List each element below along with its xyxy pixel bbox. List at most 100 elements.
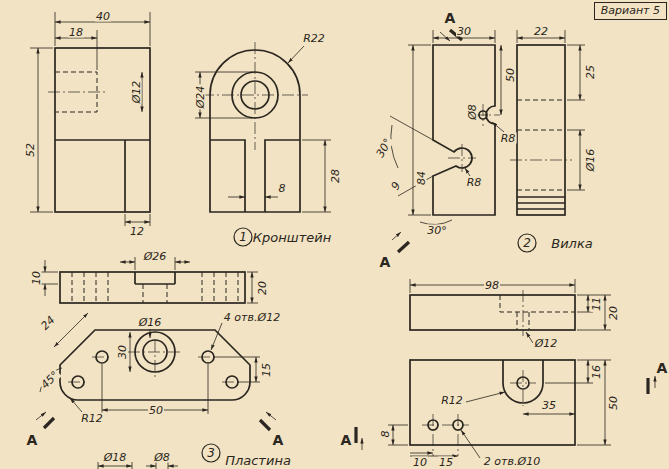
bracket-side-view-line [265, 140, 300, 212]
fork-front-view-line [433, 38, 495, 39]
plate-plan-view-line [208, 364, 209, 414]
bracket-side-view-line [265, 197, 278, 198]
fork-side-view-line [517, 130, 565, 131]
dimension-text: 25 [585, 64, 596, 80]
dimension-text: 24 [38, 313, 57, 332]
dimension-text: 22 [533, 26, 549, 37]
callout-text: 3 [207, 447, 215, 459]
fork-front-view-line [495, 30, 496, 43]
bracket-front-view-line [150, 12, 151, 46]
callout-text: 1 [239, 231, 247, 243]
bracket-side-view [195, 42, 331, 212]
plate-plan-view-line [54, 313, 88, 347]
part4-front-view-line [354, 427, 357, 443]
part4-front-view-line [422, 425, 469, 426]
section-mark: A [272, 433, 285, 447]
fork-front-view-line [483, 104, 484, 126]
dimension-text: 8 [278, 183, 287, 194]
fork-side-view-line [517, 208, 565, 210]
bracket-side-view-line [195, 72, 253, 73]
dimension-text: 10 [31, 270, 42, 286]
bracket-side-view-line [302, 140, 331, 141]
part4-top-view-line [517, 312, 518, 330]
dimension-text: 15 [438, 457, 454, 468]
plate-plan-view-line [44, 418, 54, 428]
dimension-text: Ø26 [143, 251, 168, 262]
fork-front-view-line [462, 144, 463, 172]
fork-side-view-line [565, 30, 566, 43]
fork-side-view-line [517, 45, 565, 215]
dimension-text: R8 [466, 177, 483, 188]
part4-front-view-line [433, 414, 434, 456]
plate-plan-view-line [155, 340, 156, 380]
bracket-side-view-line [325, 140, 326, 212]
part4-top-view-line [526, 332, 533, 343]
section-mark: A [379, 255, 392, 269]
dimension-text: 9 [389, 179, 403, 192]
plate-plan-view-line [156, 462, 157, 469]
part4-top-view-line [575, 279, 576, 293]
dimension-text: Ø8 [467, 103, 478, 121]
plate-top-view-line [214, 272, 215, 303]
dimension-text: 50 [505, 67, 516, 83]
part4-front-view-line [461, 430, 480, 458]
fork-side-view-line [517, 202, 565, 204]
dimension-text: 15 [261, 362, 272, 378]
part4-top-view-line [605, 295, 606, 330]
dimension-text: 18 [68, 27, 84, 38]
bracket-front-view-line [55, 38, 97, 39]
dimension-text: Ø18 [103, 452, 128, 463]
dimension-text: 30 [117, 344, 128, 360]
part4-top-view-line [410, 279, 411, 293]
bracket-side-view-line [228, 197, 245, 198]
fork-front-view-line [391, 125, 398, 168]
plate-top-view-line [60, 272, 245, 303]
bracket-front-view-line [55, 12, 56, 46]
variant-label: Вариант 5 [601, 4, 660, 17]
dimension-text: 52 [25, 142, 36, 158]
fork-front-view-line [440, 32, 450, 41]
dimension-text: 30° [426, 225, 448, 236]
part-name: Кронштейн [252, 231, 332, 244]
fork-front-view-line [390, 116, 433, 140]
dimension-text: Ø16 [138, 317, 163, 328]
callout-circle [202, 444, 220, 462]
dimension-text: 16 [591, 364, 602, 380]
dimension-text: Ø12 [131, 80, 142, 105]
plate-top-view-line [252, 272, 253, 303]
part4-front-view-line [388, 445, 408, 446]
plate-plan-view-line [98, 466, 132, 467]
plate-plan-view-line [130, 332, 131, 372]
part4-front-view-line [577, 360, 611, 361]
bracket-side-view-line [288, 46, 304, 63]
plate-top-view-line [120, 262, 135, 263]
plate-plan-view-line [70, 398, 82, 412]
part4-front-view-line [410, 453, 433, 454]
part4-front-view-line [393, 425, 394, 445]
bracket-side-view-line [195, 118, 253, 119]
section-mark: A [656, 361, 669, 375]
part4-front-view-line [388, 425, 408, 426]
bracket-front-view-line [55, 22, 150, 23]
bracket-side-view-line [255, 42, 256, 150]
part4-front-view-line [605, 360, 606, 445]
plate-top-view-line [135, 257, 136, 270]
plate-top-view-line [167, 284, 168, 303]
dimension-text: 4 отв.Ø12 [223, 312, 281, 323]
part4-front-view-line [510, 383, 536, 384]
part4-top-view-line [577, 330, 611, 331]
part4-front-view-line [523, 370, 524, 406]
plate-top-view-line [175, 262, 190, 263]
bracket-front-view-line [30, 212, 53, 213]
plate-top-view-line [247, 303, 258, 304]
bracket-front-view [30, 12, 150, 226]
plate-plan-view-line [36, 412, 46, 420]
plate-plan-view-line [211, 323, 222, 350]
part4-front-view-line [646, 378, 649, 394]
fork-side-view-line [517, 38, 565, 39]
dimension-text: 45° [39, 369, 62, 392]
fork-side-view-line [517, 100, 565, 101]
dimension-text: R8 [500, 133, 517, 144]
plate-plan-view-line [68, 382, 88, 383]
